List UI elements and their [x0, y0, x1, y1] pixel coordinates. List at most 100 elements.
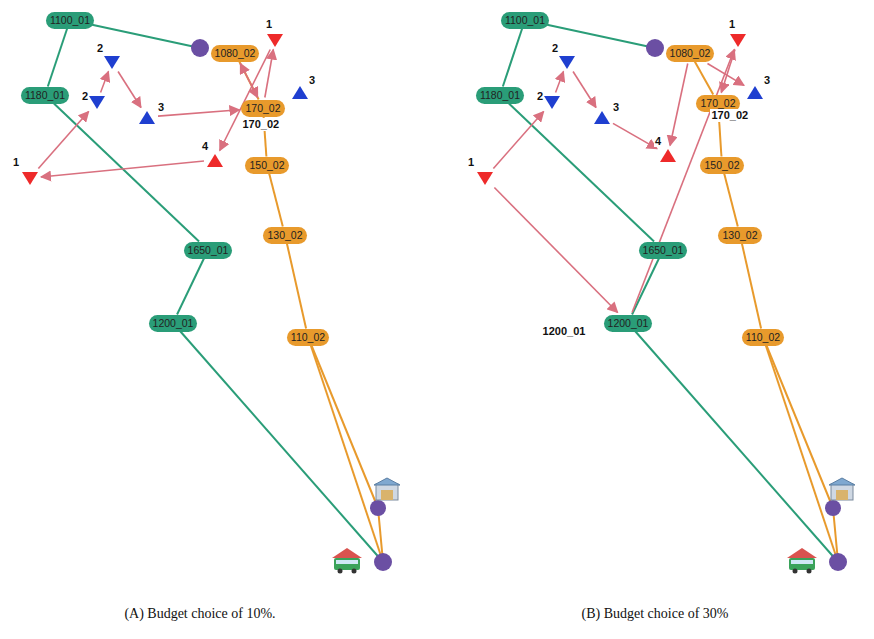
- stop-node: 1080_02: [666, 45, 715, 62]
- stop-label: 150_02: [249, 159, 284, 171]
- stop-node: 130_02: [263, 227, 306, 244]
- stop-node: 1650_01: [184, 242, 233, 259]
- callout-number: 2: [536, 90, 544, 102]
- pickup-triangle: 1: [476, 171, 494, 186]
- triangle-shape: [266, 33, 284, 48]
- trip-arrow: [101, 72, 109, 93]
- pickup-triangle: 1: [729, 33, 747, 48]
- stop-node: 150_02: [245, 157, 288, 174]
- stop-label: 1180_01: [480, 89, 520, 101]
- trip-arrow: [670, 64, 688, 146]
- stop-label: 1100_01: [50, 14, 90, 26]
- delivery-triangle: 3: [291, 85, 309, 100]
- triangle-shape: [593, 110, 611, 125]
- delivery-triangle: 2: [543, 95, 561, 110]
- trip-arrow: [38, 112, 88, 169]
- stop-node: 1180_01: [21, 87, 69, 104]
- stop-label: 170_02: [245, 102, 280, 114]
- stop-label: 150_02: [704, 159, 739, 171]
- stop-node: 1200_01: [149, 315, 198, 332]
- delivery-triangle: 2: [558, 55, 576, 70]
- stop-label: 1080_02: [670, 47, 711, 59]
- route-line: [632, 259, 659, 315]
- triangle-shape: [476, 171, 494, 186]
- stop-node: 1100_01: [501, 12, 549, 29]
- callout-number: 1: [728, 18, 736, 30]
- triangle-shape: [558, 55, 576, 70]
- trip-arrow: [41, 161, 204, 177]
- stop-callout: 1200_01: [542, 325, 587, 338]
- panel-caption: (B) Budget choice of 30%: [582, 606, 729, 622]
- delivery-triangle: 3: [138, 110, 156, 125]
- delivery-triangle: 2: [88, 95, 106, 110]
- stop-label: 1100_01: [505, 14, 545, 26]
- stop-label: 1080_02: [215, 47, 256, 59]
- pickup-triangle: 4: [659, 148, 677, 163]
- stop-node: 130_02: [718, 227, 761, 244]
- callout-number: 2: [551, 42, 559, 54]
- route-line: [742, 244, 761, 329]
- triangle-shape: [103, 55, 121, 70]
- delivery-triangle: 3: [746, 85, 764, 100]
- trip-arrow: [707, 64, 744, 86]
- route-line: [287, 244, 306, 329]
- trip-arrow: [493, 112, 543, 169]
- stop-label: 1200_01: [153, 317, 194, 329]
- callout-number: 4: [201, 140, 209, 152]
- stop-label: 130_02: [722, 229, 757, 241]
- stop-callout: 170_02: [710, 109, 749, 122]
- callout-number: 3: [157, 101, 165, 113]
- route-line: [695, 62, 713, 95]
- delivery-triangle: 3: [593, 110, 611, 125]
- trip-arrow: [494, 188, 617, 313]
- stop-node: 1650_01: [639, 242, 688, 259]
- stop-node: 170_02170_02: [696, 95, 739, 112]
- stop-label: 110_02: [746, 331, 780, 343]
- trip-arrow: [158, 110, 239, 116]
- stop-node: 150_02: [700, 157, 743, 174]
- callout-number: 1: [12, 156, 20, 168]
- panel-caption: (A) Budget choice of 10%.: [124, 606, 275, 622]
- stop-node: 110_02: [742, 329, 784, 346]
- route-line: [269, 174, 283, 227]
- pickup-triangle: 4: [206, 153, 224, 168]
- trip-arrow: [721, 50, 735, 93]
- callout-number: 2: [81, 90, 89, 102]
- pickup-triangle: 1: [266, 33, 284, 48]
- callout-number: 2: [96, 42, 104, 54]
- route-line: [177, 259, 204, 315]
- stop-label: 1200_01: [608, 317, 649, 329]
- stop-label: 130_02: [267, 229, 302, 241]
- stop-node: 1200_011200_01: [604, 315, 653, 332]
- callout-number: 1: [467, 156, 475, 168]
- triangle-shape: [729, 33, 747, 48]
- callout-number: 3: [612, 101, 620, 113]
- stop-label: 110_02: [291, 331, 325, 343]
- trip-arrow: [118, 72, 141, 108]
- stop-node: 1180_01: [476, 87, 524, 104]
- callout-number: 1: [265, 18, 273, 30]
- triangle-shape: [543, 95, 561, 110]
- stop-node: 170_02170_02: [241, 100, 284, 117]
- triangle-shape: [21, 171, 39, 186]
- callout-number: 3: [308, 74, 316, 86]
- stop-label: 1650_01: [643, 244, 684, 256]
- callout-number: 4: [654, 135, 662, 147]
- delivery-triangle: 2: [103, 55, 121, 70]
- triangle-shape: [746, 85, 764, 100]
- route-line: [509, 104, 654, 242]
- panel-b-depot: [525, 20, 855, 574]
- stop-node: 1080_02: [211, 45, 260, 62]
- stop-node: 1100_01: [46, 12, 94, 29]
- route-line: [724, 174, 738, 227]
- trip-arrow: [613, 123, 657, 148]
- triangle-shape: [206, 153, 224, 168]
- triangle-shape: [659, 148, 677, 163]
- stop-node: 110_02: [287, 329, 329, 346]
- trip-arrow: [573, 72, 596, 108]
- pickup-triangle: 1: [21, 171, 39, 186]
- triangle-shape: [138, 110, 156, 125]
